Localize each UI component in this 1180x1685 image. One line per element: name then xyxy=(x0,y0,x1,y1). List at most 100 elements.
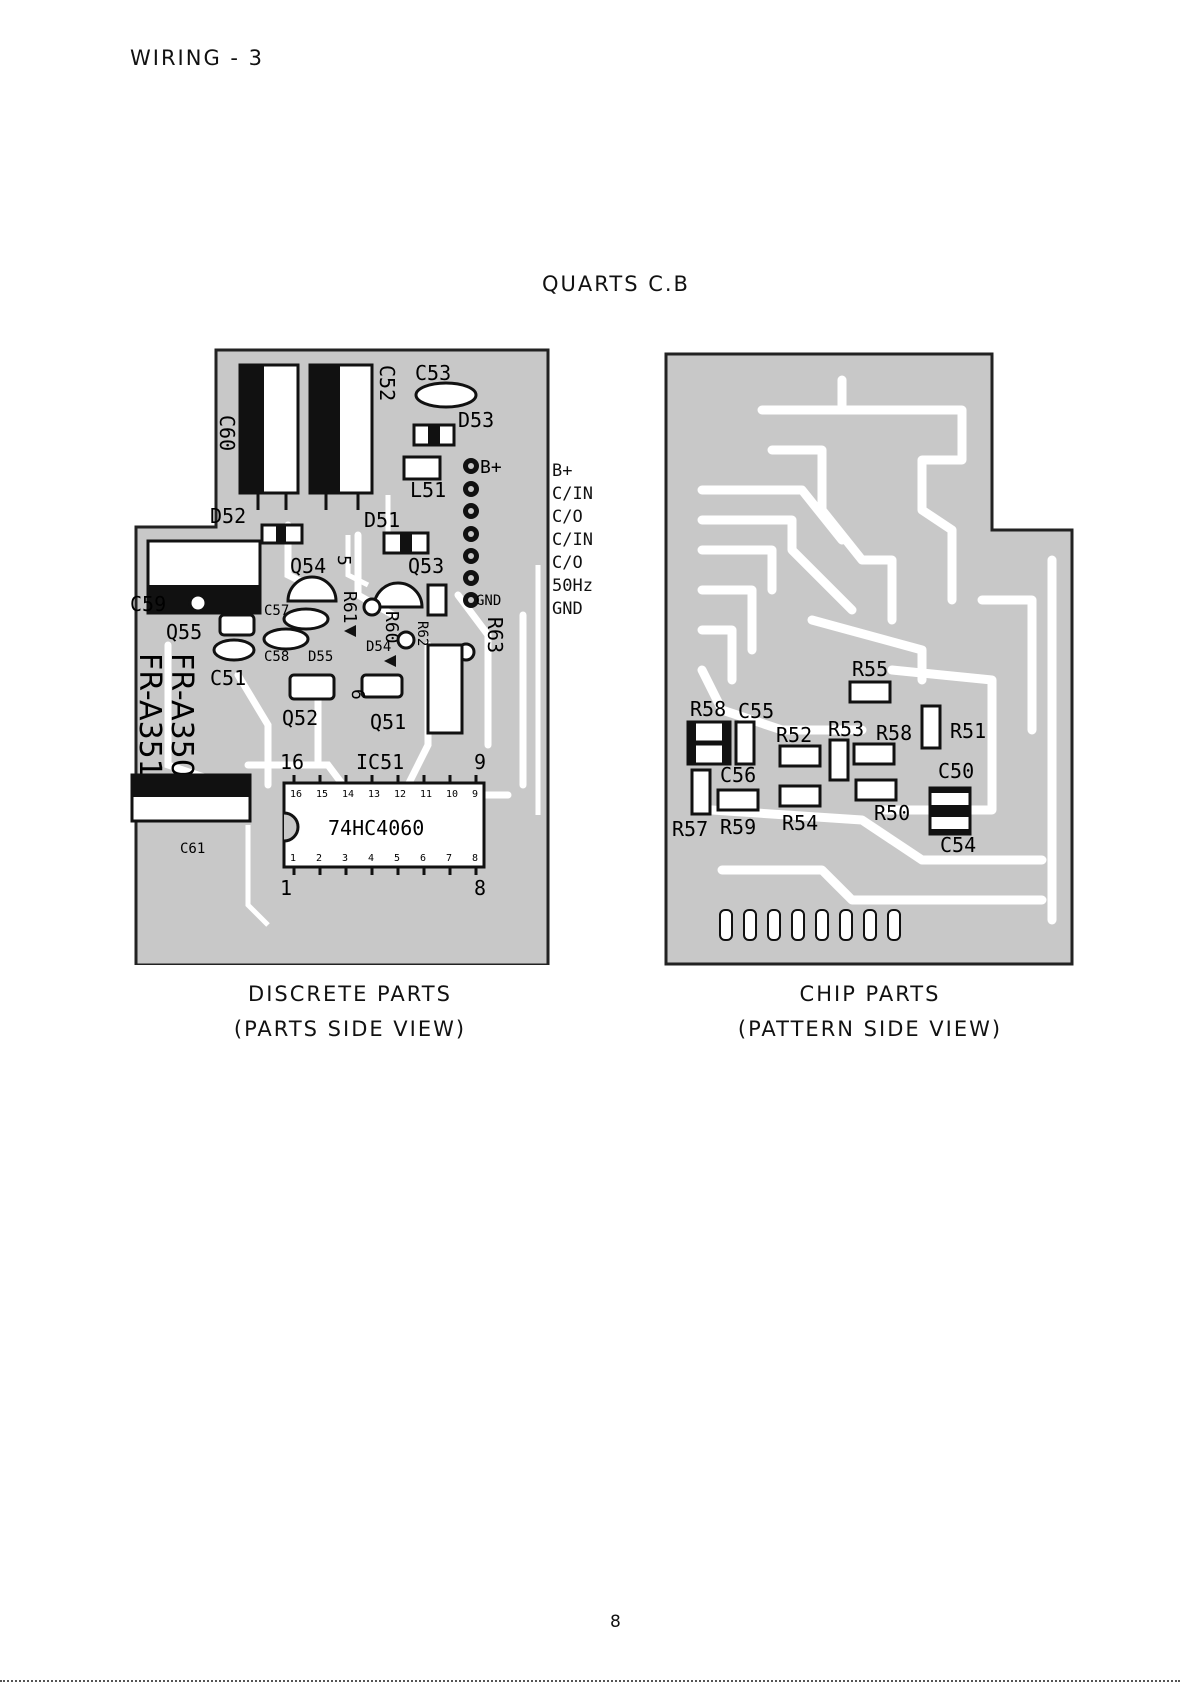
transistor-q55 xyxy=(218,613,256,637)
connector-label: 50Hz xyxy=(552,576,593,596)
label-q51: Q51 xyxy=(370,710,406,734)
label-5: 5 xyxy=(333,555,354,566)
chip-parts-board: R55 R58 C55 R52 R53 R58 R51 C56 C50 R57 … xyxy=(664,352,1074,966)
label-c56: C56 xyxy=(720,763,756,787)
connector-labels: B+ C/IN C/O C/IN C/O 50Hz GND xyxy=(552,460,593,621)
label-r62: R62 xyxy=(414,621,430,646)
resistor-r62 xyxy=(426,583,448,617)
label-ic-part: 74HC4060 xyxy=(328,816,424,840)
label-r58b: R58 xyxy=(876,721,912,745)
chip-r53 xyxy=(828,738,850,782)
capacitor-c51 xyxy=(212,638,256,662)
label-r58a: R58 xyxy=(690,697,726,721)
chip-r52 xyxy=(778,744,822,768)
label-model-1: FR-A350 xyxy=(164,653,199,778)
capacitor-c60-band xyxy=(240,365,264,493)
chip-r58b xyxy=(852,742,896,766)
label-r54: R54 xyxy=(782,811,818,835)
component-block xyxy=(426,643,464,735)
chip-c55 xyxy=(734,720,756,766)
pad-r61 xyxy=(362,597,382,617)
chip-labels: R55 R58 C55 R52 R53 R58 R51 C56 C50 R57 … xyxy=(672,657,986,857)
connector-label: C/O xyxy=(552,553,583,573)
label-ic51: IC51 xyxy=(356,750,404,774)
label-pin1: 1 xyxy=(280,876,292,900)
label-c53: C53 xyxy=(415,361,451,385)
page-number: 8 xyxy=(610,1612,621,1632)
edge-pads xyxy=(719,909,901,941)
connector-label: C/O xyxy=(552,507,583,527)
ic-pin-number: 13 xyxy=(368,789,380,800)
label-r59: R59 xyxy=(720,815,756,839)
label-c58: C58 xyxy=(264,649,289,665)
label-c55: C55 xyxy=(738,699,774,723)
label-c57: C57 xyxy=(264,603,289,619)
diode-d55 xyxy=(344,625,356,637)
label-r52: R52 xyxy=(776,723,812,747)
label-r51: R51 xyxy=(950,719,986,743)
discrete-caption: DISCRETE PARTS (PARTS SIDE VIEW) xyxy=(200,977,500,1047)
chip-r51 xyxy=(920,704,942,750)
ic-pin-number: 8 xyxy=(472,853,478,864)
inductor-l51 xyxy=(402,455,442,481)
label-pin8: 8 xyxy=(474,876,486,900)
label-d51: D51 xyxy=(364,508,400,532)
chip-r54 xyxy=(778,784,822,808)
label-q53: Q53 xyxy=(408,554,444,578)
label-q52: Q52 xyxy=(282,706,318,730)
chip-terminals xyxy=(688,722,970,834)
board-traces-thin xyxy=(245,495,541,927)
chip-r50 xyxy=(854,778,898,802)
connector-label: C/IN xyxy=(552,484,593,504)
label-r50: R50 xyxy=(874,801,910,825)
chip-caption-line2: (PATTERN SIDE VIEW) xyxy=(737,1017,1003,1041)
label-model-2: FR-A351 xyxy=(132,653,167,778)
label-c61: C61 xyxy=(180,841,205,857)
label-r61: R61 xyxy=(339,591,360,624)
ic-pin-number: 4 xyxy=(368,853,374,864)
label-d52: D52 xyxy=(210,504,246,528)
copper-pattern xyxy=(697,375,1057,925)
connector-label: B+ xyxy=(552,461,573,481)
page-header: WIRING - 3 xyxy=(130,46,265,70)
label-r63: R63 xyxy=(483,617,507,653)
label-r60: R60 xyxy=(381,611,402,644)
label-c50: C50 xyxy=(938,759,974,783)
chip-caption: CHIP PARTS (PATTERN SIDE VIEW) xyxy=(720,977,1020,1047)
discrete-caption-line1: DISCRETE PARTS xyxy=(248,982,452,1006)
ic-pin-number: 6 xyxy=(420,853,426,864)
ic-pin-number: 5 xyxy=(394,853,400,864)
ic-pin-number: 7 xyxy=(446,853,452,864)
chip-r57 xyxy=(690,768,712,816)
transistor-q52 xyxy=(288,673,336,701)
capacitor-c53 xyxy=(414,381,478,409)
chip-r55 xyxy=(848,680,892,704)
capacitor-c57 xyxy=(282,607,330,631)
label-c52: C52 xyxy=(375,365,399,401)
transistor-q54 xyxy=(286,575,338,603)
label-pin9: 9 xyxy=(474,750,486,774)
label-r53: R53 xyxy=(828,717,864,741)
ic-pin-number: 9 xyxy=(472,789,478,800)
label-l51: L51 xyxy=(410,478,446,502)
discrete-parts-board: C60 C52 C53 D53 L51 B+ D52 D51 Q54 Q53 5 xyxy=(130,348,550,965)
label-d53: D53 xyxy=(458,408,494,432)
label-d55: D55 xyxy=(308,649,333,665)
label-6: 6 xyxy=(347,689,368,700)
footer-rule xyxy=(0,1680,1180,1682)
ic-pin-number: 14 xyxy=(342,789,354,800)
label-r55: R55 xyxy=(852,657,888,681)
chip-c56 xyxy=(716,788,760,812)
ic-74hc4060 xyxy=(282,781,486,869)
ic-pin-number: 1 xyxy=(290,853,296,864)
chip-caption-line1: CHIP PARTS xyxy=(799,982,941,1006)
label-q55: Q55 xyxy=(166,620,202,644)
label-c60: C60 xyxy=(215,415,239,451)
connector-label: GND xyxy=(552,599,583,619)
label-c54: C54 xyxy=(940,833,976,857)
diode-d54 xyxy=(384,655,396,667)
transistor-q53 xyxy=(372,581,424,609)
label-c51: C51 xyxy=(210,666,246,690)
ic-pin-number: 10 xyxy=(446,789,458,800)
